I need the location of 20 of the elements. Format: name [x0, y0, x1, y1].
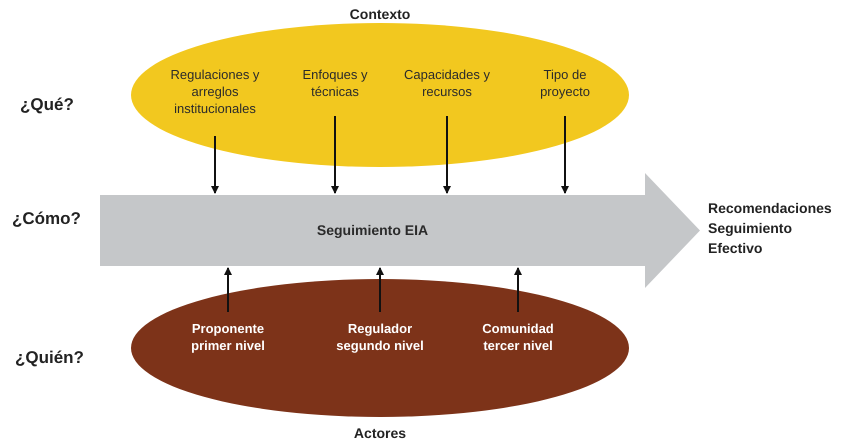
node-text: Comunidad tercer nivel	[481, 320, 555, 354]
arrow	[443, 116, 451, 194]
arrow	[224, 267, 232, 312]
row-label: ¿Quién?	[15, 347, 84, 369]
node-text: Enfoques y técnicas	[301, 66, 369, 100]
group-heading: Actores	[352, 424, 408, 443]
node-text: Capacidades y recursos	[403, 66, 491, 100]
process-label: Seguimiento EIA	[316, 221, 428, 240]
node-text: Tipo de proyecto	[539, 66, 591, 100]
arrow	[331, 116, 339, 194]
node-text: Regulaciones y arreglos institucionales	[170, 66, 260, 117]
row-label: ¿Cómo?	[12, 208, 81, 230]
arrow	[376, 267, 384, 312]
arrow	[561, 116, 569, 194]
node-text: Proponente primer nivel	[190, 320, 266, 354]
row-label: ¿Qué?	[20, 94, 74, 116]
arrow	[514, 267, 522, 312]
row-label: Recomendaciones Seguimiento Efectivo	[708, 199, 833, 258]
group-heading: Contexto	[348, 5, 412, 24]
node-text: Regulador segundo nivel	[335, 320, 425, 354]
